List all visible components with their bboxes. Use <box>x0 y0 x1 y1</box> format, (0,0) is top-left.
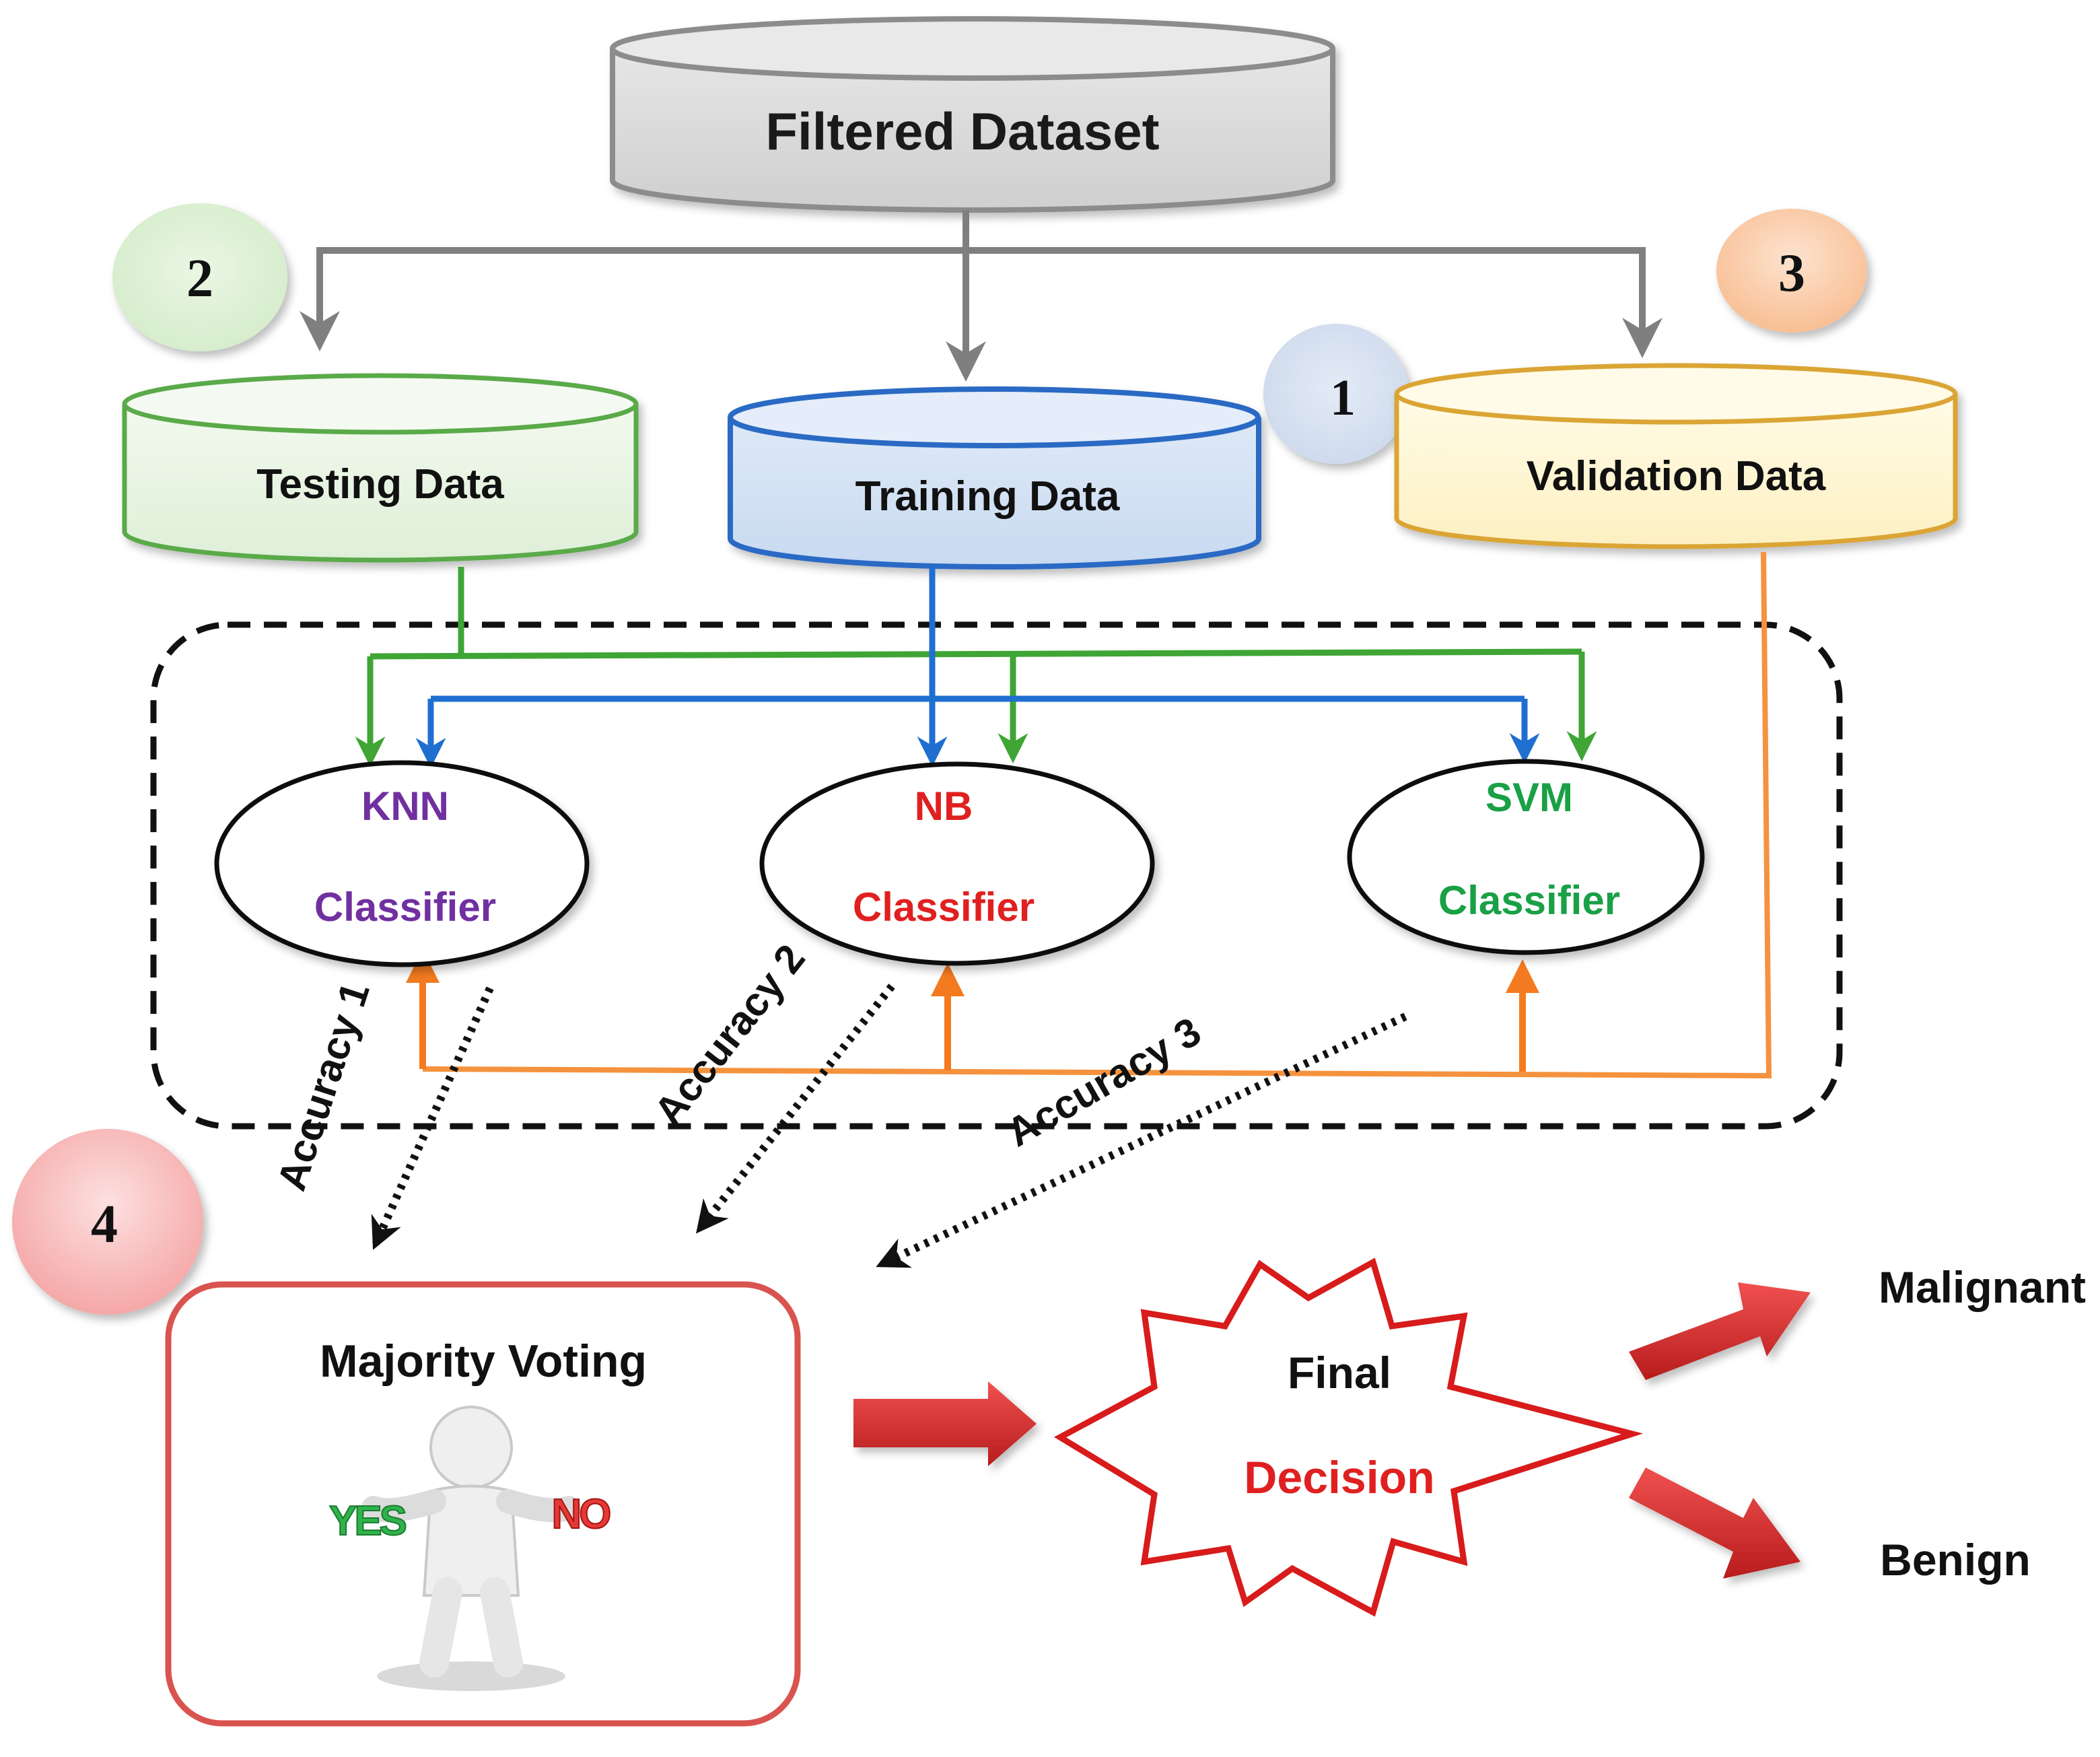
vote-yes-label: YES <box>329 1498 406 1544</box>
svm-suffix: Classifier <box>1438 878 1620 923</box>
step-badge-2-label: 2 <box>186 249 213 308</box>
voting-to-decision-arrow <box>853 1381 1037 1466</box>
accuracy-2-label: Accuracy 2 <box>645 936 814 1134</box>
voter-figure-illustration <box>361 1406 581 1691</box>
validation-connectors <box>406 551 1772 1079</box>
vote-no-label: NO <box>552 1491 610 1538</box>
knn-name: KNN <box>361 784 449 829</box>
training-data-label: Training Data <box>855 473 1120 520</box>
validation-data-label: Validation Data <box>1527 453 1826 499</box>
step-badge-4-label: 4 <box>91 1195 118 1254</box>
knn-classifier-node <box>214 760 590 967</box>
split-arrow-validation <box>966 247 1663 358</box>
accuracy-1-arrow <box>371 986 494 1250</box>
training-data-cylinder <box>728 386 1261 570</box>
dataset-split-arrows <box>300 210 1663 382</box>
step-badge-2 <box>112 203 287 351</box>
knn-suffix: Classifier <box>314 885 496 930</box>
final-decision-line1: Final <box>1288 1348 1391 1398</box>
final-decision-star <box>1053 1258 1644 1617</box>
majority-voting-title: Majority Voting <box>320 1336 647 1387</box>
accuracy-1-label: Accuracy 1 <box>269 977 378 1196</box>
filtered-dataset-label: Filtered Dataset <box>765 102 1159 161</box>
nb-name: NB <box>915 784 973 829</box>
validation-data-cylinder <box>1394 363 1958 549</box>
filtered-dataset-cylinder <box>610 16 1335 213</box>
step-badge-3-label: 3 <box>1778 244 1805 303</box>
step-badge-1 <box>1263 324 1409 464</box>
step-badge-3 <box>1716 209 1867 333</box>
svm-classifier-node <box>1347 759 1705 955</box>
split-arrow-testing <box>300 210 969 351</box>
to-malignant-arrow <box>1629 1282 1811 1380</box>
final-decision-line2: Decision <box>1244 1452 1434 1503</box>
svm-name: SVM <box>1485 775 1573 820</box>
accuracy-3-label: Accuracy 3 <box>999 1008 1208 1155</box>
testing-data-cylinder <box>122 373 639 563</box>
accuracy-arrows <box>371 984 1407 1268</box>
to-benign-arrow <box>1629 1468 1800 1579</box>
nb-classifier-node <box>759 761 1155 966</box>
ensemble-container <box>150 621 1843 1130</box>
nb-suffix: Classifier <box>853 885 1035 930</box>
outcome-malignant-label: Malignant <box>1879 1262 2086 1312</box>
step-badge-4 <box>12 1129 203 1315</box>
testing-connectors <box>355 567 1597 767</box>
training-connectors <box>415 567 1540 768</box>
outcome-benign-label: Benign <box>1880 1535 2031 1585</box>
step-badge-1-label: 1 <box>1330 370 1356 426</box>
accuracy-2-arrow <box>696 984 895 1234</box>
testing-data-label: Testing Data <box>256 461 504 508</box>
